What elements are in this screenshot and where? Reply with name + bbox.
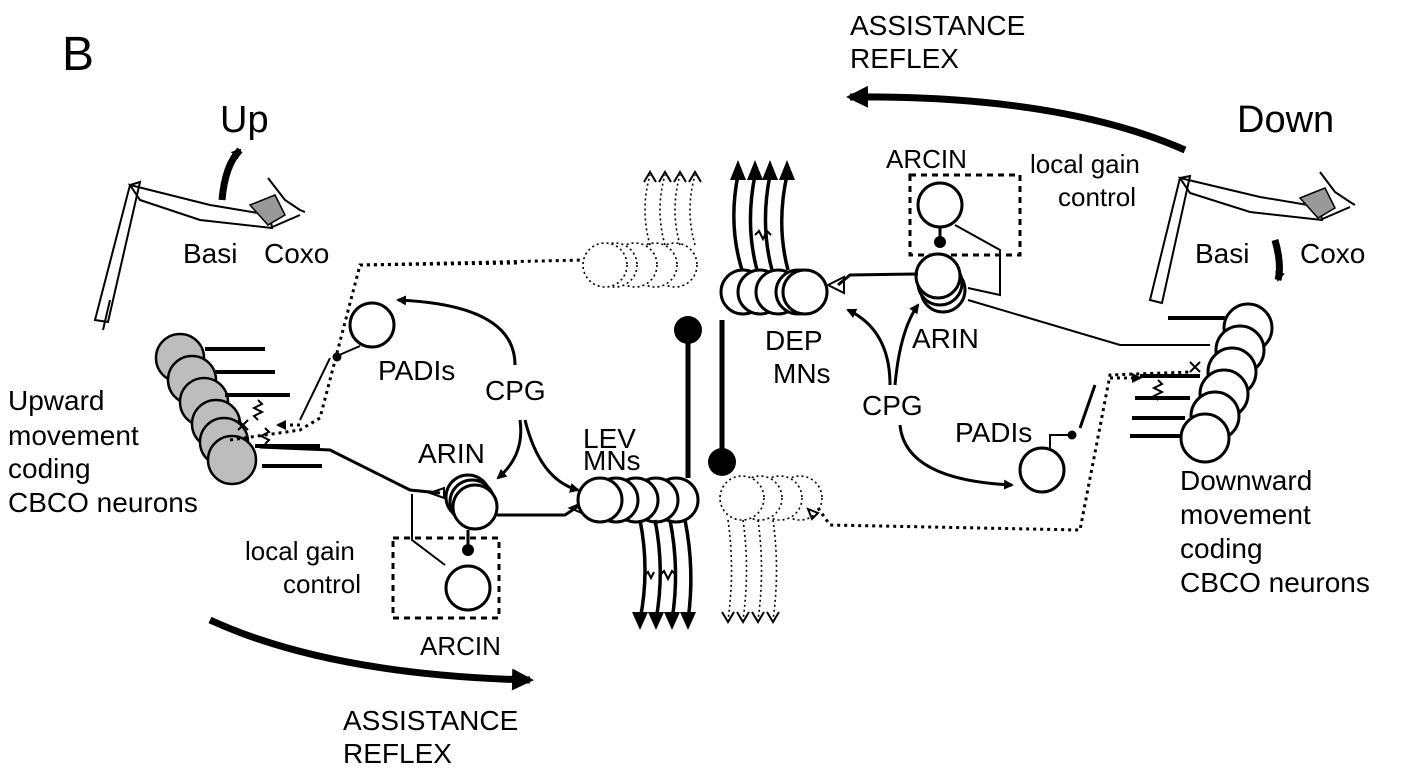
right-joint-coxo: Coxo [1300,238,1365,269]
panel-label: B [62,28,94,81]
right-direction-label: Down [1237,99,1334,141]
left-joint-coxo: Coxo [264,238,329,269]
left-reflex-label-1: ASSISTANCE [343,705,518,736]
dep-mns [719,160,829,316]
right-cpg-label: CPG [862,390,923,421]
right-sensory-label-3: coding [1180,533,1263,564]
left-gain-control-box [391,536,501,620]
right-reflex-label-1: ASSISTANCE [850,10,1025,41]
right-reflex-arrow [846,85,1187,154]
left-direction-label: Up [220,99,269,141]
left-joint-basi: Basi [183,238,237,269]
right-joint-basi: Basi [1195,238,1249,269]
left-sensory-label-4: CBCO neurons [8,487,198,518]
left-reflex-label-2: REFLEX [343,738,452,769]
right-sensory-label-4: CBCO neurons [1180,567,1370,598]
left-leg-icon [93,177,306,331]
right-reflex-label-2: REFLEX [850,43,959,74]
left-padi-neuron [348,301,396,349]
right-padi-neuron [1018,446,1066,494]
left-reflex-arrow [208,616,534,691]
dep-mns-label-1: DEP [765,325,823,356]
right-arin-neurons [914,252,967,314]
left-gain-label-1: local gain [245,536,355,566]
right-sensory-label-1: Downward [1180,465,1312,496]
left-arcin-label: ARCIN [420,631,501,661]
left-sensory-label-3: coding [8,453,91,484]
right-sensory-label-2: movement [1180,499,1311,530]
dep-inactive-bottom [719,475,823,624]
right-arcin-neuron [916,181,964,229]
lev-mns-label-1: LEV [583,423,636,454]
left-cpg-label: CPG [485,375,546,406]
left-sensory-label-1: Upward [8,385,104,416]
left-sensory-label-2: movement [8,420,139,451]
left-arin-label: ARIN [418,438,485,469]
left-arin-neurons [444,473,499,531]
left-gain-label-2: control [283,569,361,599]
right-padi-label: PADIs [955,417,1032,448]
lev-mns [576,476,700,630]
left-padi-label: PADIs [378,355,455,386]
up-arrow-icon [218,147,243,201]
left-cbco-neurons [154,332,322,486]
lev-mns-label-2: MNs [583,445,641,476]
left-arcin-neuron [444,564,492,612]
right-arcin-label: ARCIN [886,144,967,174]
right-cbco-neurons [1130,302,1274,464]
lev-inactive-top [582,170,702,288]
down-arrow-icon [1271,239,1285,282]
dep-mns-label-2: MNs [773,358,831,389]
right-arin-label: ARIN [912,323,979,354]
right-leg-icon [1148,171,1356,305]
right-gain-control-box [908,173,1022,257]
right-gain-label-2: control [1058,182,1136,212]
right-gain-label-1: local gain [1030,149,1140,179]
